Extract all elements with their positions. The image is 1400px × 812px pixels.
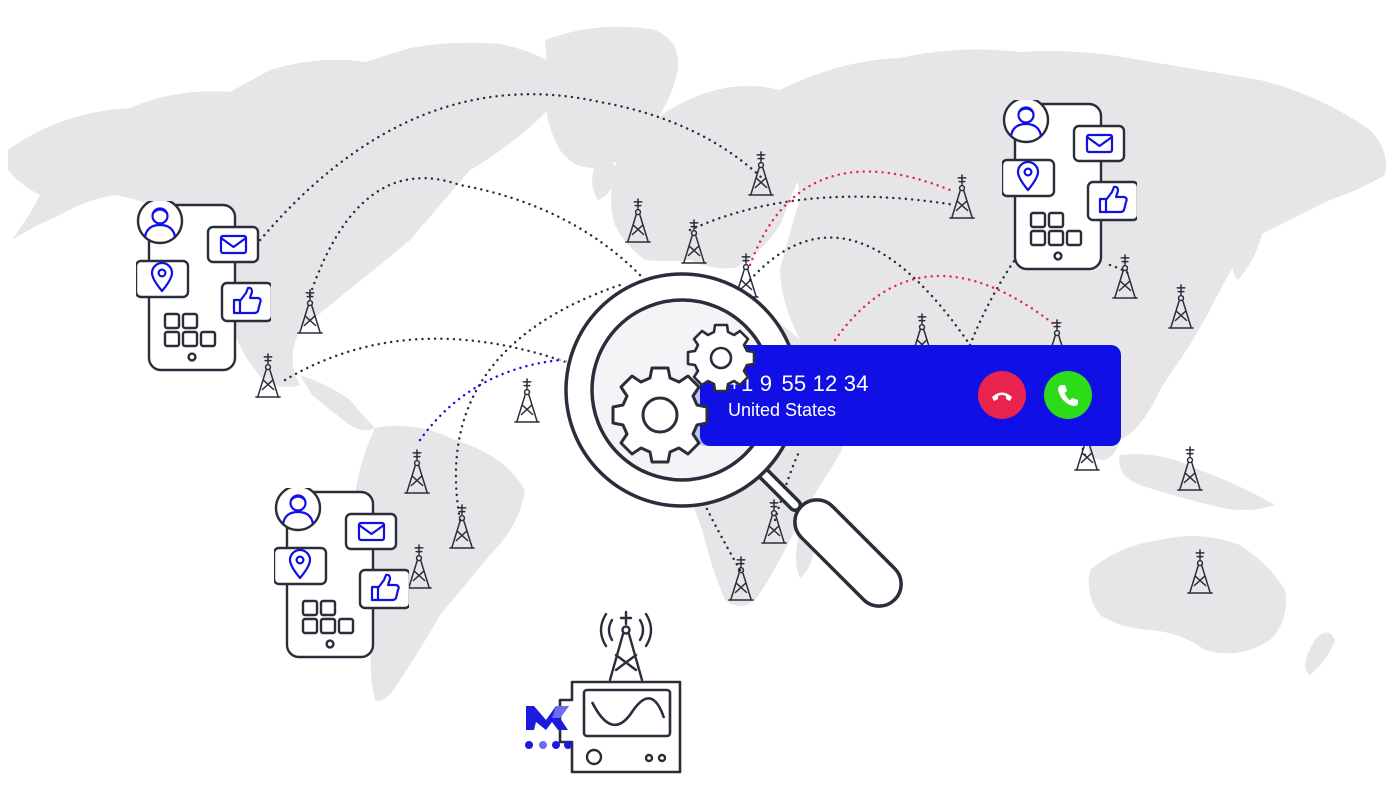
phone-accept-icon	[1058, 385, 1078, 406]
caller-country: United States	[728, 400, 837, 420]
gear-icon	[686, 323, 756, 393]
phone-hangup-icon	[992, 392, 1012, 401]
decline-call-button[interactable]	[978, 371, 1026, 419]
brand-logo	[525, 706, 572, 749]
gear-icon	[611, 366, 709, 464]
accept-call-button[interactable]	[1044, 371, 1092, 419]
caller-number: +1 9 55 12 34	[728, 371, 869, 396]
cell-tower-icon	[599, 610, 653, 682]
